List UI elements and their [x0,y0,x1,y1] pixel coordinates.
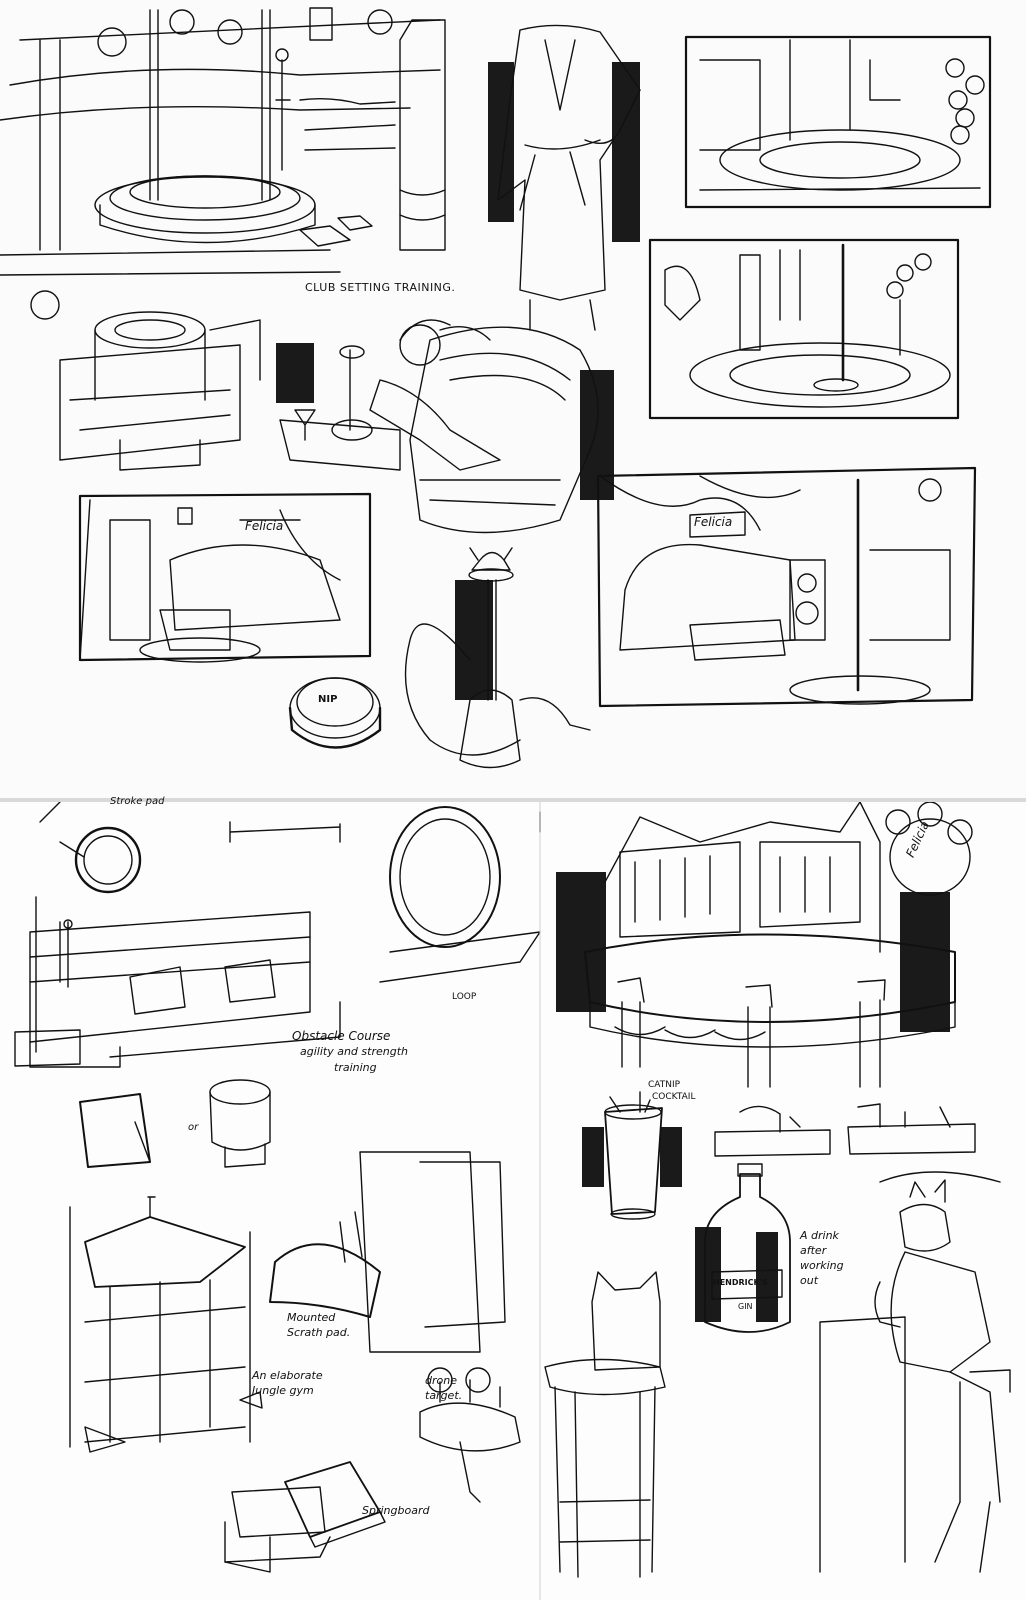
club-interior-sketch-4 [598,468,975,706]
felicia-sign-right: Felicia [694,515,733,529]
drone-target-label-1: drone [425,1374,457,1387]
stroke-pad-label: Stroke pad [110,796,165,807]
hendricks-label: HENDRICK'S [713,1278,768,1287]
jungle-gym-label-2: Jungle gym [252,1384,314,1397]
catnip-cocktail-label-2: COCKTAIL [652,1092,696,1102]
drone-target-label-2: target. [425,1389,463,1402]
drink-note-2: after [800,1244,827,1257]
sketch-sheet-top: CLUB SETTING TRAINING. NIP Felicia Felic… [0,0,1026,800]
robe-figure-sketch [488,25,640,330]
club-interior-sketch-1 [686,37,990,207]
club-interior-sketch-3 [80,494,370,662]
seated-figure-sketch [820,1172,1010,1572]
lounge-armchair-sketch [276,320,614,533]
bar-counter-sketch [556,802,972,1087]
club-stage-sketch [0,8,445,319]
sketch-sheet-bottom: Felicia Stroke pad LOOP Obstacle Course … [0,796,1026,1600]
drink-note-3: working [800,1259,844,1272]
jungle-gym-label-1: An elaborate [252,1369,323,1382]
bar-props-sketches [715,1104,975,1156]
scratch-pad-and-drone-sketch [270,1152,520,1502]
obstacle-course-label-3: training [334,1061,377,1074]
hendricks-sub-label: GIN [738,1302,753,1311]
paw-pad-sketches [80,1080,270,1167]
drink-note-1: A drink [800,1229,839,1242]
gin-bottle-sketch [695,1164,790,1332]
springboard-sketch [225,1462,385,1572]
scratch-pad-label-2: Scrath pad. [287,1326,351,1339]
cat-hookah-sketch [406,548,591,768]
felicia-sign-left: Felicia [245,519,284,533]
bar-stool-sketch [545,1272,665,1577]
club-setting-label: CLUB SETTING TRAINING. [305,281,456,294]
obstacle-course-label-2: agility and strength [300,1045,408,1058]
page-divider [0,798,1026,804]
nip-tin-sketch [290,678,380,748]
nip-tin-label: NIP [318,694,338,705]
drink-note-4: out [800,1274,819,1287]
catnip-cocktail-label-1: CATNIP [648,1080,681,1090]
or-label: or [188,1122,199,1133]
loop-label: LOOP [452,992,477,1002]
springboard-label: Springboard [362,1504,430,1517]
obstacle-course-label-1: Obstacle Course [292,1029,391,1043]
catnip-cocktail-sketch [582,1092,682,1219]
jungle-gym-sketch [70,1197,262,1452]
set-pieces-sketch [60,312,260,470]
scratch-pad-label-1: Mounted [287,1311,336,1324]
obstacle-course-sketch [15,802,540,1067]
club-interior-sketch-2 [650,240,958,418]
